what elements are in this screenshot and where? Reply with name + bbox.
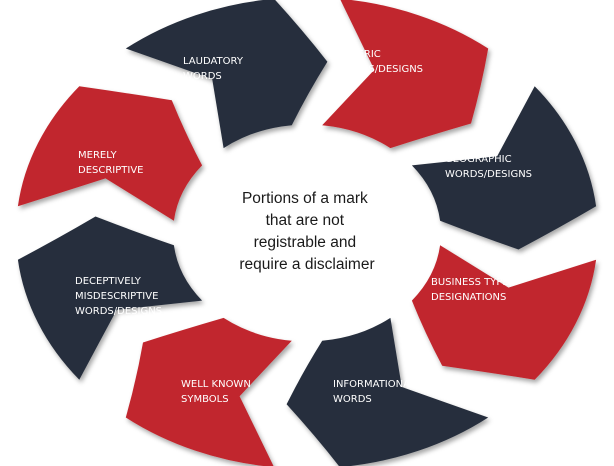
center-caption-line: Portions of a mark (242, 190, 368, 207)
segment-label-line: GENERIC (336, 49, 381, 60)
segment-label-line: MERELY (78, 150, 117, 161)
segment-label-laudatory: LAUDATORY WORDS (183, 56, 244, 82)
segment-label-line: WORDS/DESIGNS (445, 169, 532, 180)
segment-label-line: INFORMATIONAL (333, 379, 416, 390)
segment-label-line: DECEPTIVELY (75, 276, 142, 287)
segment-label-deceptively-misdescriptive: DECEPTIVELY MISDESCRIPTIVE WORDS/DESIGNS (75, 276, 162, 317)
segment-label-line: WORDS (333, 394, 372, 405)
center-caption-line: require a disclaimer (239, 256, 374, 273)
segment-business-type (411, 245, 597, 380)
segment-label-informational: INFORMATIONAL WORDS (333, 379, 416, 405)
segment-label-line: WELL KNOWN (181, 379, 251, 390)
segment-label-line: WORDS (183, 71, 222, 82)
center-caption-line: that are not (266, 212, 345, 229)
segment-label-well-known-symbols: WELL KNOWN SYMBOLS (181, 379, 251, 405)
segment-merely-descriptive (17, 86, 203, 221)
center-caption-line: registrable and (254, 234, 357, 251)
segment-laudatory (125, 0, 328, 149)
segment-label-line: BUSINESS TYPE (431, 277, 509, 288)
segment-labels: GENERIC WORDS/DESIGNS GEOGRAPHIC WORDS/DESI… (75, 49, 532, 405)
segment-geographic (411, 86, 597, 250)
segment-label-merely-descriptive: MERELY DESCRIPTIVE (78, 150, 144, 176)
center-caption: Portions of a mark that are not registra… (239, 190, 374, 273)
segment-label-business-type: BUSINESS TYPE DESIGNATIONS (431, 277, 509, 303)
segment-label-line: GEOGRAPHIC (445, 154, 512, 165)
segment-label-generic: GENERIC WORDS/DESIGNS (336, 49, 423, 75)
segment-label-line: DESIGNATIONS (431, 292, 506, 303)
segment-deceptively-misdescriptive (17, 216, 203, 380)
segment-label-line: MISDESCRIPTIVE (75, 291, 158, 302)
segment-informational (286, 317, 489, 466)
segment-label-line: WORDS/DESIGNS (336, 64, 423, 75)
segment-label-geographic: GEOGRAPHIC WORDS/DESIGNS (445, 154, 532, 180)
segment-generic (322, 0, 489, 149)
segment-label-line: SYMBOLS (181, 394, 229, 405)
cycle-segments (17, 0, 597, 466)
segment-well-known-symbols (125, 317, 292, 466)
segment-label-line: DESCRIPTIVE (78, 165, 144, 176)
segment-label-line: WORDS/DESIGNS (75, 306, 162, 317)
segment-label-line: LAUDATORY (183, 56, 244, 67)
